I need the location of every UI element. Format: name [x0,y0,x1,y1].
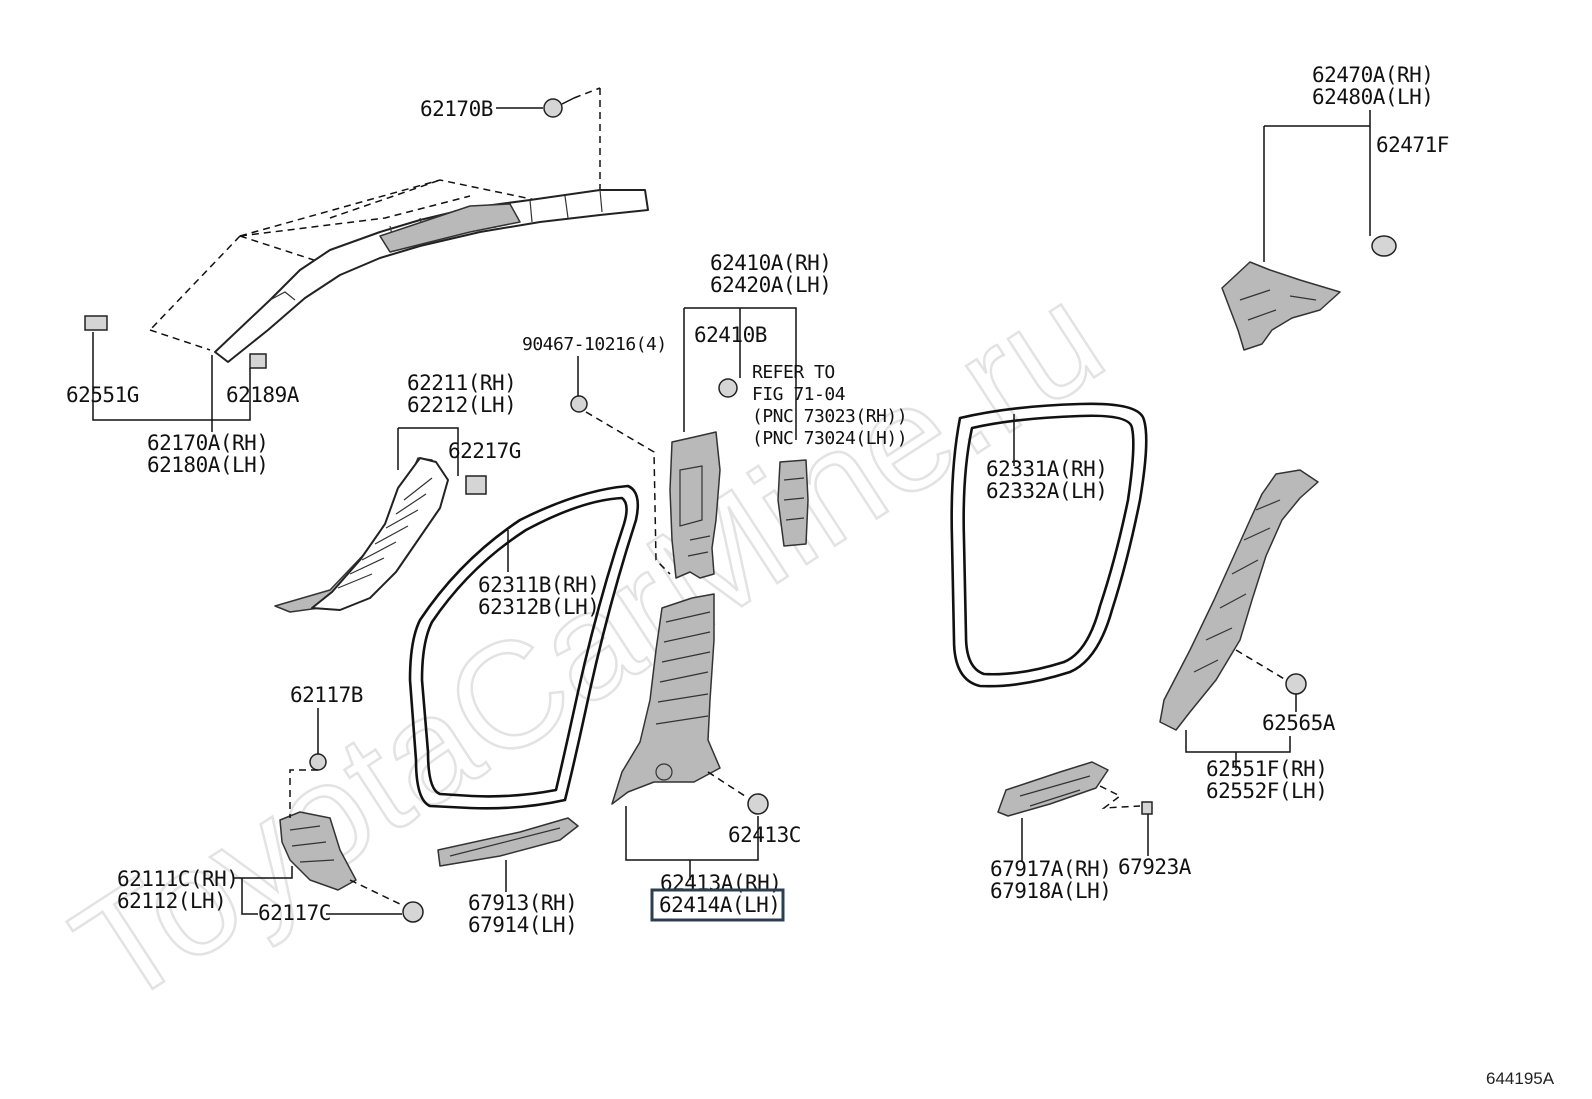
label-67913: 67913(RH) [468,891,577,915]
clip-62551G [84,315,108,331]
label-62170A: 62170A(RH) [147,431,268,455]
label-62312B: 62312B(LH) [478,595,599,619]
label-62311B: 62311B(RH) [478,573,599,597]
clip-67923A [1141,801,1153,815]
label-62217G: 62217G [448,439,521,463]
b-pillar-lower-garnish [611,593,769,880]
clip-62217G [465,475,487,495]
label-67917A: 67917A(RH) [990,857,1111,881]
label-90467: 90467-10216(4) [522,334,667,355]
label-refer-line3: (PNC 73023(RH)) [752,406,907,427]
front-scuff-plate [437,817,579,892]
label-refer-line1: REFER TO [752,362,835,383]
label-refer-line2: FIG 71-04 [752,384,845,405]
label-62480A: 62480A(LH) [1312,85,1433,109]
roof-rail-assembly [84,87,649,432]
label-62212: 62212(LH) [407,393,516,417]
label-62565A: 62565A [1262,711,1336,735]
label-62414A: 62414A(LH) [659,893,780,917]
rear-scuff-plate [997,761,1153,862]
label-refer-line4: (PNC 73024(LH)) [752,428,907,449]
clip-62565A [1285,673,1307,695]
label-62331A: 62331A(RH) [986,457,1107,481]
label-62112: 62112(LH) [117,889,226,913]
label-62420A: 62420A(LH) [710,273,831,297]
b-pillar-upper-garnish [570,307,809,579]
label-62332A: 62332A(LH) [986,479,1107,503]
label-62117C: 62117C [258,901,331,925]
clip-62471F [1371,235,1397,257]
label-62551F: 62551F(RH) [1206,757,1327,781]
label-62413C: 62413C [728,823,801,847]
quarter-pillar-lower-garnish [1159,469,1319,770]
cowl-side-trim [234,708,424,923]
clip-62117B [309,753,327,771]
label-62180A: 62180A(LH) [147,453,268,477]
label-62410A: 62410A(RH) [710,251,831,275]
clip-62413C [747,793,769,815]
label-62117B: 62117B [290,683,363,707]
label-67918A: 67918A(LH) [990,879,1111,903]
label-62471F: 62471F [1376,133,1449,157]
a-pillar-garnish [274,427,487,613]
label-67914: 67914(LH) [468,913,577,937]
clip-62410B [718,378,738,398]
label-62211: 62211(RH) [407,371,516,395]
screw-62170B [543,97,575,118]
quarter-pillar-upper-garnish [1221,110,1397,351]
highlight-box [650,888,785,922]
clip-62117C [402,901,424,923]
label-62170B: 62170B [420,97,493,121]
bolt-90467 [570,395,588,413]
label-62111C: 62111C(RH) [117,867,238,891]
label-62551G: 62551G [66,383,139,407]
label-62470A: 62470A(RH) [1312,63,1433,87]
front-door-weatherstrip [408,484,640,810]
clip-62189A [249,353,267,369]
label-62552F: 62552F(LH) [1206,779,1327,803]
label-62410B: 62410B [694,323,767,347]
figure-code: 644195A [1486,1069,1555,1088]
label-67923A: 67923A [1118,855,1192,879]
rear-door-weatherstrip [950,402,1148,688]
label-62189A: 62189A [226,383,300,407]
